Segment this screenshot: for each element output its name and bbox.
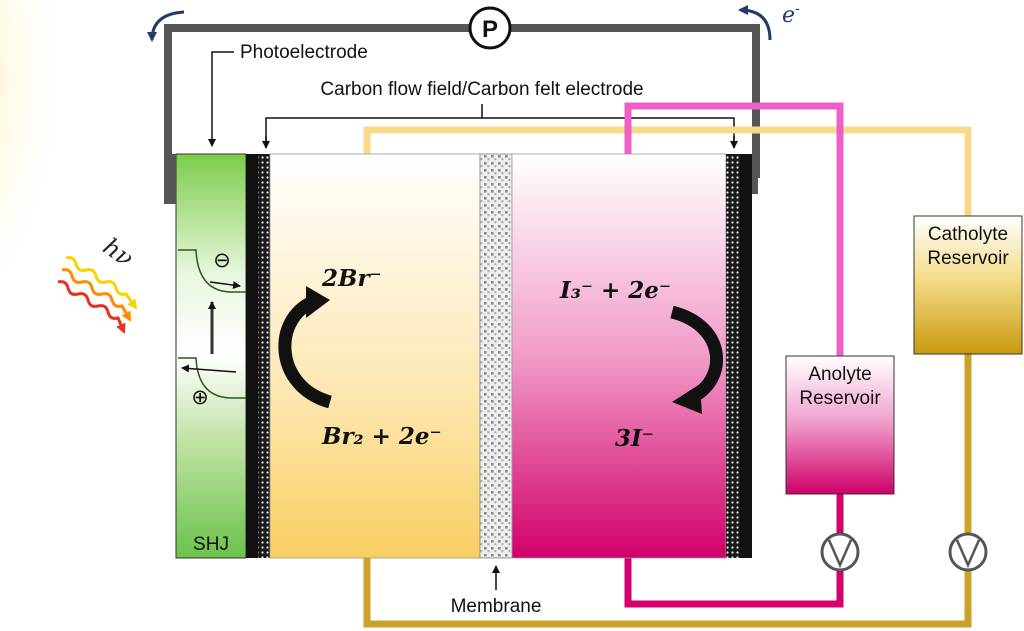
anolyte-pump: [820, 532, 860, 572]
electron-flow-arrow-right: [738, 5, 772, 41]
light-ray-yellow: [65, 256, 138, 310]
electron-flow-arrow-left: [147, 10, 185, 42]
light-ray-orange: [61, 268, 132, 322]
bromine-reaction-arrow: [278, 293, 333, 409]
electron-symbol: ⊖: [213, 248, 231, 272]
conduction-band-line: [178, 249, 246, 293]
catholyte-pump: [948, 532, 988, 572]
iodine-reaction-arrowhead: [672, 384, 702, 414]
right-top-contact: [752, 154, 758, 194]
equation-3i: 3I⁻: [615, 425, 654, 452]
catholyte-supply-line: [363, 126, 972, 216]
anolyte-reservoir-subtitle: Reservoir: [799, 388, 881, 409]
anolyte-reservoir: Anolyte Reservoir: [785, 355, 895, 495]
photoelectrode-top-contact: [164, 154, 176, 204]
electron-path-arrow: [209, 281, 241, 290]
left-carbon-felt: [246, 154, 258, 558]
catholyte-reservoir-title: Catholyte: [928, 224, 1008, 245]
catholyte-chamber: [269, 153, 481, 559]
membrane: [479, 153, 513, 559]
catholyte-reservoir: Catholyte Reservoir: [913, 215, 1023, 355]
photoelectrode-shj: [175, 153, 247, 559]
light-ray-red: [57, 280, 126, 334]
power-symbol: P: [482, 16, 498, 43]
valence-band-line: [178, 357, 246, 399]
right-carbon-felt-texture: [726, 154, 740, 558]
catholyte-reservoir-subtitle: Reservoir: [927, 248, 1009, 269]
power-meter: P: [468, 6, 512, 50]
anolyte-reservoir-title: Anolyte: [808, 364, 871, 385]
membrane-label: Membrane: [451, 596, 542, 617]
hole-path-arrow: [181, 364, 237, 373]
carbon-electrode-label: Carbon flow field/Carbon felt electrode: [320, 79, 643, 100]
right-carbon-felt: [740, 154, 752, 558]
sun-glow: [0, 0, 150, 380]
anolyte-supply-line: [624, 102, 844, 356]
photoelectrode-leader: [208, 51, 234, 147]
left-carbon-felt-texture: [258, 154, 270, 558]
equation-2br: 2Br⁻: [321, 265, 382, 292]
hole-symbol: ⊕: [191, 385, 209, 409]
catholyte-return-line: [363, 354, 972, 628]
iodine-reaction-arrow: [670, 305, 724, 404]
bromine-reaction-arrowhead: [306, 286, 330, 318]
equation-br2: Br₂ + 2e⁻: [321, 423, 442, 450]
shj-label: SHJ: [193, 534, 229, 555]
anolyte-chamber: [511, 153, 727, 559]
equation-i3: I₃⁻ + 2e⁻: [559, 277, 671, 304]
electron-label: e-: [782, 1, 800, 28]
photoelectrode-label: Photoelectrode: [240, 42, 368, 63]
